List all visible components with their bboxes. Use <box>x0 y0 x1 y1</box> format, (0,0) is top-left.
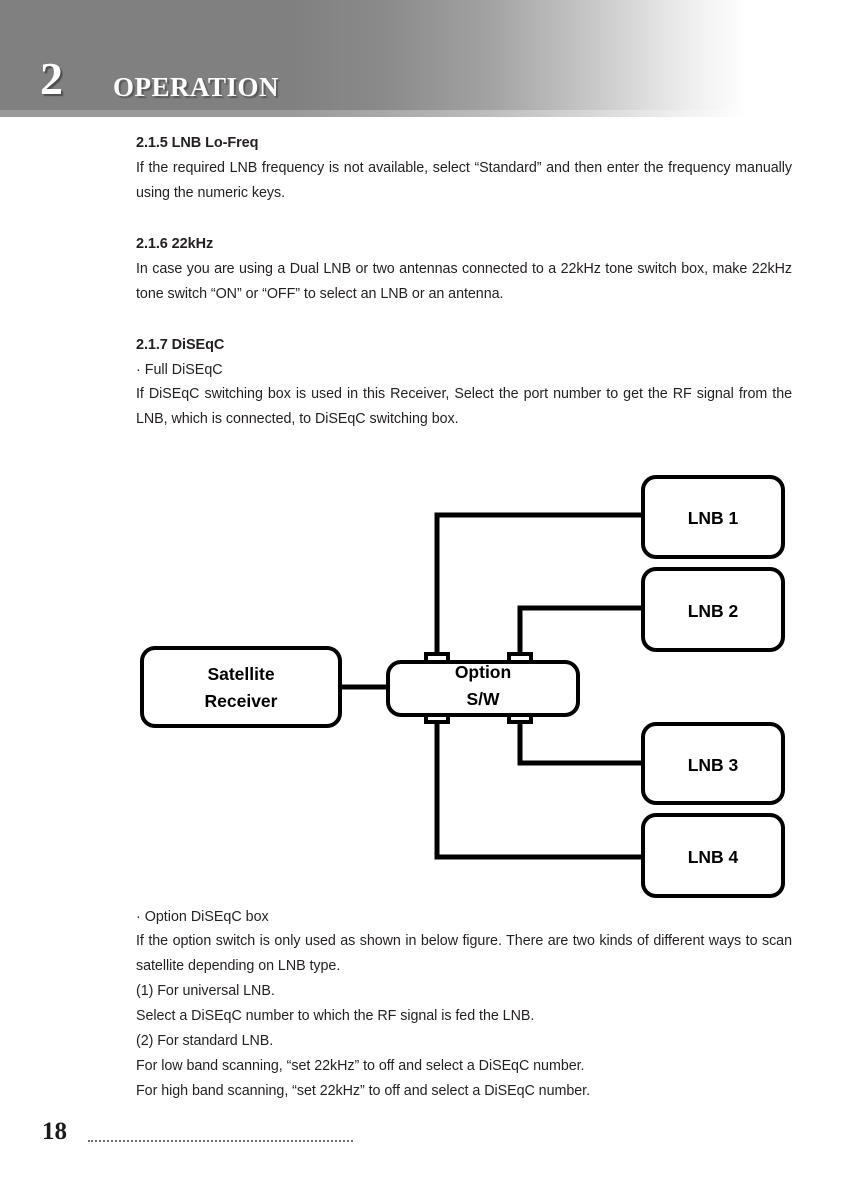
chapter-header-banner <box>0 0 850 117</box>
document-body-lower: · Option DiSEqC box If the option switch… <box>136 905 792 1104</box>
page-number: 18 <box>42 1118 67 1145</box>
section-body-2-1-6: In case you are using a Dual LNB or two … <box>136 261 792 302</box>
node-lnb-4: LNB 4 <box>641 813 785 898</box>
list-item-high-band-scanning: For high band scanning, “set 22kHz” to o… <box>136 1083 590 1099</box>
section-heading-2-1-6: 2.1.6 22kHz <box>136 236 214 252</box>
node-lnb-2: LNB 2 <box>641 567 785 652</box>
node-satellite-receiver-label-line2: Receiver <box>205 691 278 711</box>
diseqc-connection-diagram: Satellite Receiver Option S/W LNB 1 LNB … <box>0 462 850 912</box>
wire-port1-to-lnb1 <box>434 512 645 662</box>
spacer <box>136 307 792 335</box>
diagram-wires <box>340 512 645 860</box>
list-item-universal-lnb: (1) For universal LNB. <box>136 983 275 999</box>
section-heading-2-1-5: 2.1.5 LNB Lo-Freq <box>136 135 259 151</box>
node-lnb-3-label: LNB 3 <box>688 755 739 775</box>
bullet-option-diseqc-box: · Option DiSEqC box <box>136 909 269 925</box>
node-lnb-2-shape <box>641 567 785 652</box>
section-heading-2-1-7: 2.1.7 DiSEqC <box>136 337 225 353</box>
section-bullet-full-diseqc: · Full DiSEqC <box>136 362 223 378</box>
node-satellite-receiver-shape <box>140 646 342 728</box>
node-lnb-1-shape <box>641 475 785 559</box>
chapter-number: 2 <box>40 53 63 104</box>
node-option-switch-label-line1: Option <box>455 662 511 682</box>
banner-bottom-edge <box>0 110 850 117</box>
node-option-switch-label-line2: S/W <box>466 689 500 709</box>
node-satellite-receiver: Satellite Receiver <box>140 646 342 728</box>
footer-dotted-rule <box>88 1138 353 1142</box>
node-lnb-4-shape <box>641 813 785 898</box>
node-option-switch: Option S/W <box>386 660 580 717</box>
node-lnb-2-label: LNB 2 <box>688 601 739 621</box>
node-lnb-1: LNB 1 <box>641 475 785 559</box>
node-lnb-3-shape <box>641 722 785 805</box>
node-lnb-3: LNB 3 <box>641 722 785 805</box>
list-item-universal-lnb-detail: Select a DiSEqC number to which the RF s… <box>136 1008 535 1024</box>
node-option-switch-shape <box>386 660 580 717</box>
wire-port4-to-lnb4 <box>434 715 645 860</box>
wire-port2-to-lnb2 <box>517 605 645 662</box>
document-body-upper: 2.1.5 LNB Lo-Freq If the required LNB fr… <box>136 133 792 432</box>
section-body-2-1-5: If the required LNB frequency is not ava… <box>136 160 792 201</box>
spacer <box>136 206 792 234</box>
list-item-standard-lnb: (2) For standard LNB. <box>136 1033 274 1049</box>
page-footer: 18 <box>0 1118 850 1162</box>
section-body-2-1-7: If DiSEqC switching box is used in this … <box>136 386 792 427</box>
paragraph-option-switch-usage: If the option switch is only used as sho… <box>136 933 792 974</box>
chapter-title: OPERATION <box>113 72 280 102</box>
wire-port3-to-lnb3 <box>517 715 645 766</box>
node-satellite-receiver-label-line1: Satellite <box>207 664 274 684</box>
node-lnb-4-label: LNB 4 <box>688 847 739 867</box>
list-item-low-band-scanning: For low band scanning, “set 22kHz” to of… <box>136 1058 585 1074</box>
node-lnb-1-label: LNB 1 <box>688 508 739 528</box>
